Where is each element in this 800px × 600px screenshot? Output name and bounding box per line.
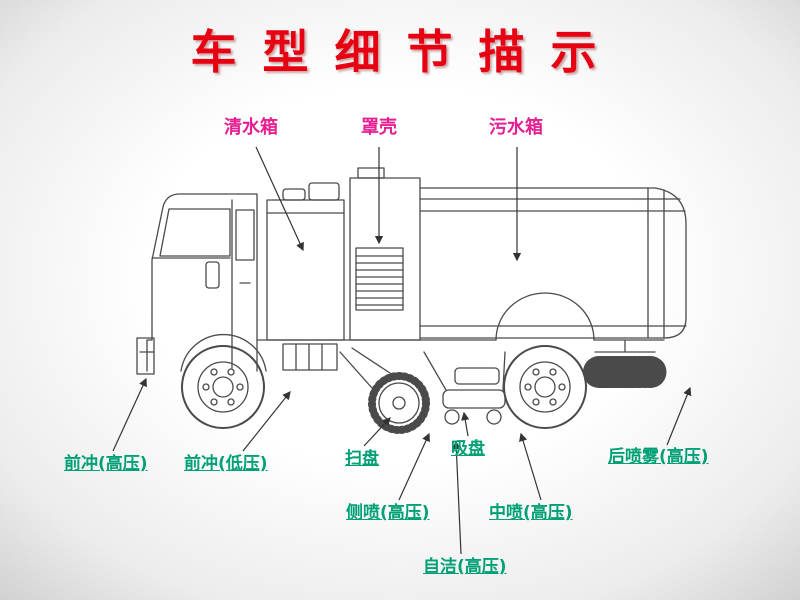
label-self-clean-high: 自洁(高压) <box>423 557 507 577</box>
dirty-water-tank <box>419 187 687 339</box>
rear-wheel <box>503 345 587 429</box>
label-sweeping-disc: 扫盘 <box>345 449 379 469</box>
truck-cab <box>136 193 267 375</box>
arrow-rear-mist-high <box>666 386 692 446</box>
suction-plate <box>423 351 506 425</box>
clean-water-tank <box>266 182 345 341</box>
arrow-clean-water-tank <box>255 146 304 252</box>
sweeping-disc <box>339 347 430 434</box>
arrow-side-spray-high <box>398 432 430 501</box>
rear-spray-bar <box>583 339 667 388</box>
label-clean-water-tank: 清水箱 <box>224 117 278 138</box>
arrow-sweeping-disc <box>363 417 391 447</box>
arrow-suction-plate <box>461 411 470 437</box>
arrow-mid-spray-high <box>519 432 542 501</box>
label-suction-plate: 吸盘 <box>451 439 485 459</box>
arrow-front-flush-high <box>112 377 147 452</box>
page-title: 车型细节描示 <box>190 25 623 79</box>
label-dirty-water-tank: 污水箱 <box>489 117 543 138</box>
cover-housing <box>349 167 421 341</box>
arrow-self-clean-high <box>452 440 462 555</box>
chassis <box>256 292 665 371</box>
label-mid-spray-high: 中喷(高压) <box>489 503 573 523</box>
label-cover-housing: 罩壳 <box>361 117 397 138</box>
label-rear-mist-high: 后喷雾(高压) <box>608 447 709 467</box>
label-side-spray-high: 侧喷(高压) <box>346 503 430 523</box>
label-front-flush-low: 前冲(低压) <box>184 454 268 474</box>
front-wheel <box>181 345 265 429</box>
arrow-front-flush-low <box>242 391 291 452</box>
label-front-flush-high: 前冲(高压) <box>64 454 148 474</box>
